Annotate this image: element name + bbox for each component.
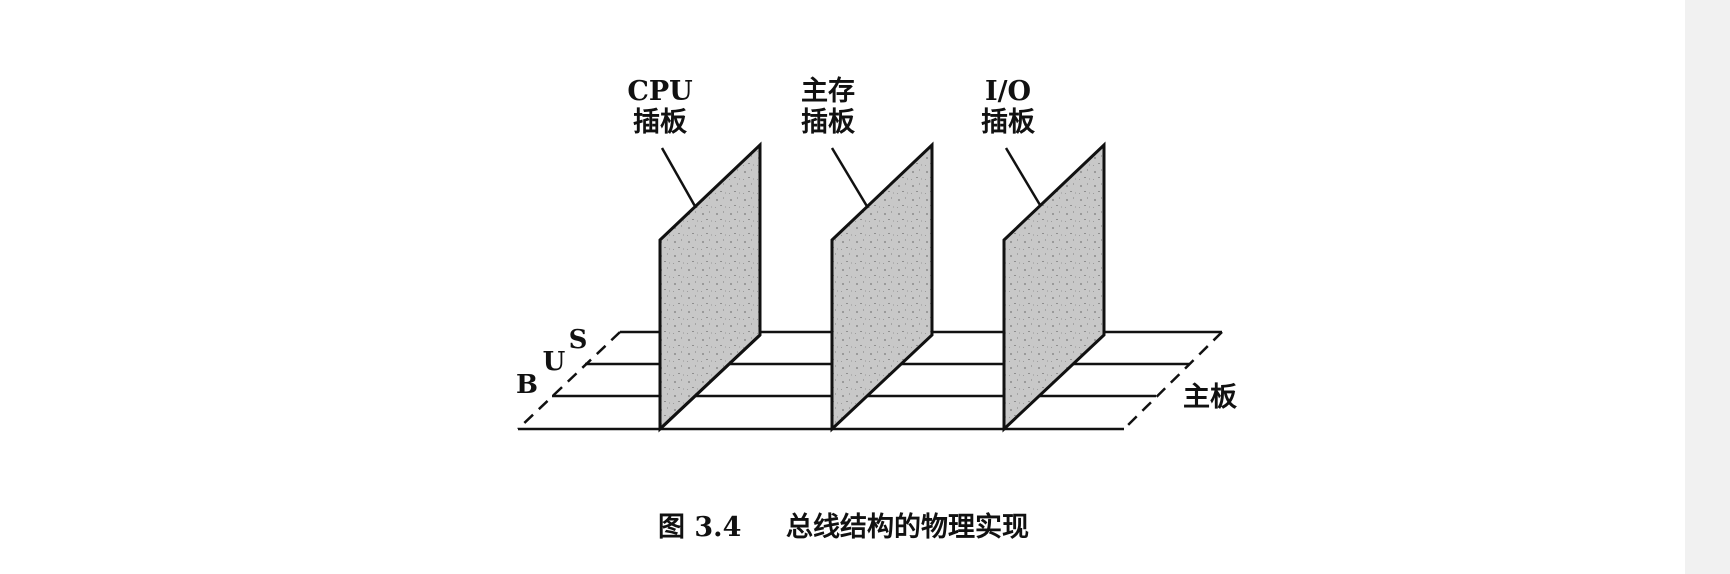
cpu-label-line1: CPU [627,76,692,107]
figure-number: 图 3.4 [658,512,741,543]
leader-lines [660,147,1042,209]
bus-letter-u: U [543,347,566,377]
io-leader-line [1004,147,1042,206]
memory-label-line1: 主存 [801,76,855,107]
io-label-line1: I/O [985,76,1031,107]
cpu-board-panel [658,141,762,433]
memory-leader-line [830,147,870,209]
memory-label-line2: 插板 [801,107,855,138]
memory-board [830,141,934,433]
page-edge-strip [1685,0,1730,574]
right-dashed-edge [1123,331,1223,430]
io-board-panel [1002,141,1106,433]
cpu-board-base [658,333,762,431]
io-label-line2: 插板 [981,107,1035,138]
bus-letter-s: S [569,325,588,355]
bus-letter-b: B [516,370,538,400]
left-dashed-edge [517,331,621,430]
io-board [1002,141,1106,433]
figure-title: 总线结构的物理实现 [786,511,1029,543]
cpu-label-line2: 插板 [633,107,687,138]
cpu-leader-line [660,147,698,209]
cpu-board [658,141,762,433]
motherboard-dashed-edges [517,331,1223,430]
motherboard-label: 主板 [1183,382,1237,413]
memory-board-panel [830,141,934,433]
